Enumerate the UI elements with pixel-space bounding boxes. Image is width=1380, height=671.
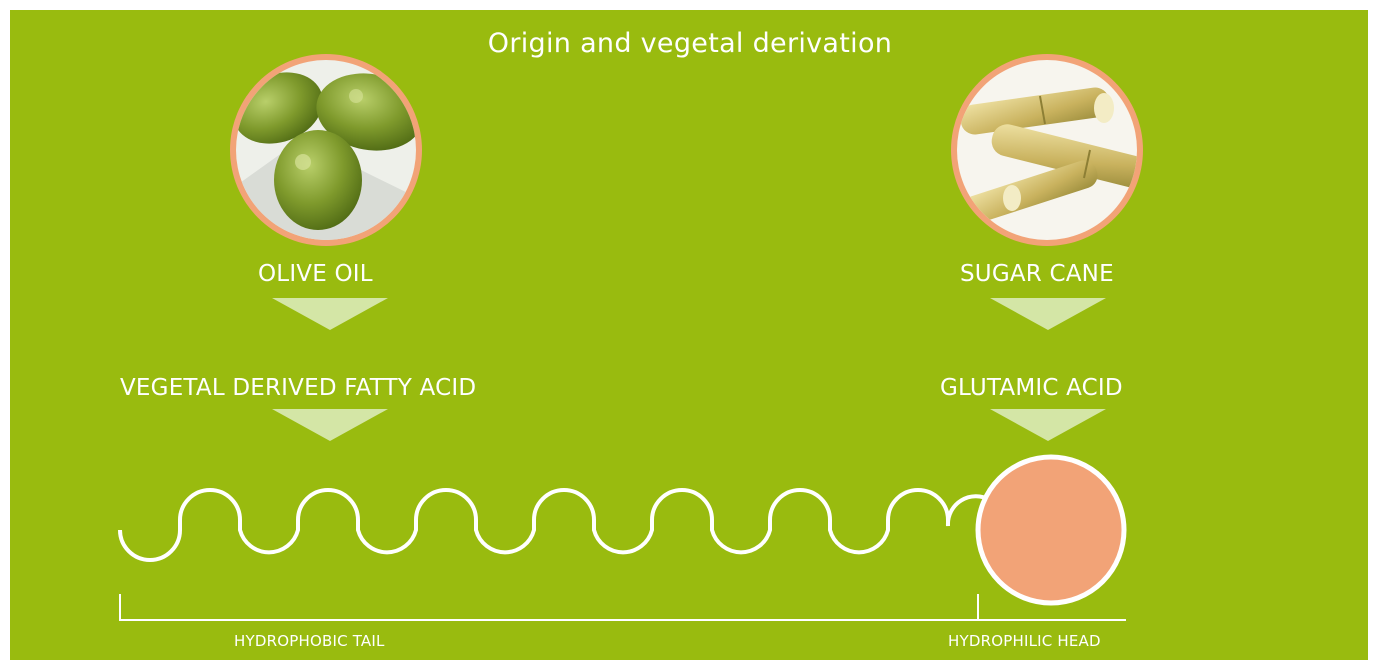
- hydrophobic-tail-wave: [120, 490, 990, 560]
- tail-bracket: [120, 594, 978, 620]
- olives-photo: [223, 54, 430, 246]
- diagram-title: Origin and vegetal derivation: [0, 28, 1380, 59]
- arrow-cane-to-glutamic: [990, 298, 1106, 330]
- arrow-fatty-acid-to-tail: [272, 409, 388, 441]
- olive-oil-label: OLIVE OIL: [258, 261, 373, 287]
- arrow-glutamic-to-head: [990, 409, 1106, 441]
- glutamic-acid-label: GLUTAMIC ACID: [940, 375, 1123, 401]
- arrow-olive-to-fatty-acid: [272, 298, 388, 330]
- fatty-acid-label: VEGETAL DERIVED FATTY ACID: [120, 375, 476, 401]
- sugar-cane-label: SUGAR CANE: [960, 261, 1114, 287]
- hydrophilic-head-circle: [978, 457, 1124, 603]
- hydrophobic-tail-label: HYDROPHOBIC TAIL: [234, 632, 385, 650]
- sugar-cane-photo: [951, 54, 1151, 246]
- hydrophilic-head-label: HYDROPHILIC HEAD: [948, 632, 1101, 650]
